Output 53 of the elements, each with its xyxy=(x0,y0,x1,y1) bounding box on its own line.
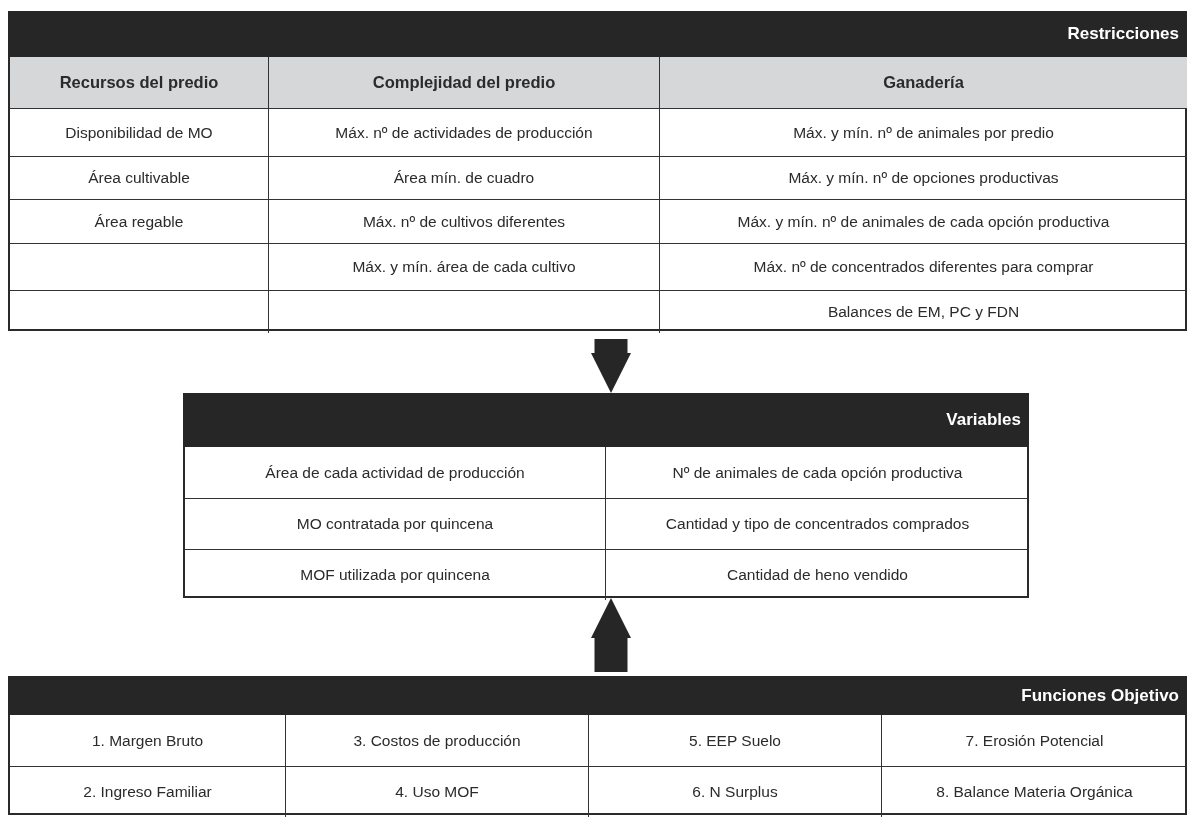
table-cell xyxy=(269,244,660,291)
table-panel xyxy=(183,393,1029,598)
table-title: Restricciones xyxy=(1067,24,1179,44)
cell-text: MOF utilizada por quincena xyxy=(300,566,490,584)
table-cell xyxy=(660,57,1187,109)
cell-text: Máx. y mín. nº de opciones productivas xyxy=(788,169,1059,187)
column-header: Recursos del predio xyxy=(59,73,219,92)
cell-text: Área cultivable xyxy=(88,169,190,187)
table-cell xyxy=(10,244,269,291)
cell-text: Cantidad y tipo de concentrados comprados xyxy=(665,515,970,533)
cell-text: Cantidad de heno vendido xyxy=(727,566,908,584)
table-cell xyxy=(10,109,269,157)
cell-text: 6. N Surplus xyxy=(692,783,778,801)
column-header: Complejidad del predio xyxy=(372,73,556,92)
column-header: Ganadería xyxy=(883,73,964,92)
cell-text: 2. Ingreso Familiar xyxy=(83,783,212,801)
cell-text: Máx. y mín. área de cada cultivo xyxy=(352,258,576,276)
cell-text: 1. Margen Bruto xyxy=(91,731,204,750)
cell-text: 8. Balance Materia Orgánica xyxy=(936,783,1133,801)
table-cell xyxy=(269,57,660,109)
cell-text: Disponibilidad de MO xyxy=(65,123,213,142)
cell-text: Máx. nº de concentrados diferentes para comprar xyxy=(753,258,1094,276)
table-cell xyxy=(269,109,660,157)
block-arrow xyxy=(591,339,631,393)
cell-text: 5. EEP Suelo xyxy=(689,731,781,750)
table-cell xyxy=(10,715,286,767)
table-cell xyxy=(589,715,882,767)
cell-text: Balances de EM, PC y FDN xyxy=(827,303,1020,321)
table-cell xyxy=(10,57,269,109)
table-cell xyxy=(10,157,269,200)
table-cell xyxy=(10,200,269,244)
table-title: Variables xyxy=(946,410,1021,430)
cell-text: 3. Costos de producción xyxy=(353,731,521,750)
table-cell xyxy=(286,715,589,767)
cell-text: Área mín. de cuadro xyxy=(393,169,535,187)
table-cell xyxy=(185,499,606,550)
block-arrow xyxy=(591,598,631,672)
table-title: Funciones Objetivo xyxy=(1021,685,1179,706)
cell-text: 7. Erosión Potencial xyxy=(965,731,1104,750)
cell-text: 4. Uso MOF xyxy=(395,783,479,801)
cell-text: MO contratada por quincena xyxy=(296,515,494,533)
table-cell xyxy=(269,157,660,200)
cell-text: Máx. y mín. nº de animales de cada opción productiva xyxy=(737,212,1110,231)
table-panel xyxy=(8,676,1187,815)
cell-text: Área de cada actividad de producción xyxy=(265,463,525,482)
table-cell xyxy=(269,200,660,244)
cell-text: Nº de animales de cada opción productiva xyxy=(672,463,963,482)
table-cell xyxy=(185,447,606,499)
cell-text: Máx. nº de actividades de producción xyxy=(335,123,593,142)
cell-text: Área regable xyxy=(94,212,184,231)
cell-text: Máx. nº de cultivos diferentes xyxy=(362,212,566,231)
cell-text: Máx. y mín. nº de animales por predio xyxy=(793,123,1054,142)
table-panel xyxy=(8,11,1187,331)
